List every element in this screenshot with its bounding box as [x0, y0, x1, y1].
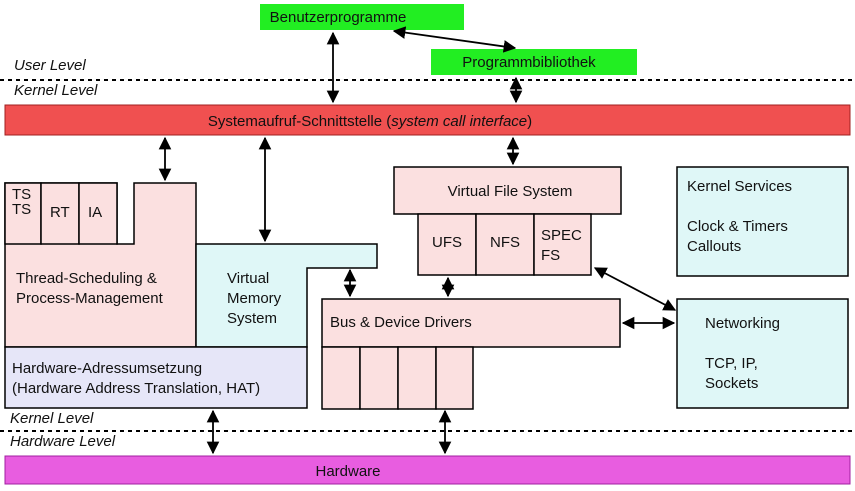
kernel-services-box: [676, 166, 849, 277]
arrow-specfs-networking: [593, 267, 677, 311]
hat-box: [4, 346, 308, 409]
hat-label-2: (Hardware Address Translation, HAT): [12, 380, 260, 397]
kernel-services-label-1: Kernel Services: [687, 178, 792, 195]
vfs-label: Virtual File System: [448, 183, 573, 200]
thread-scheduling-label-1: Thread-Scheduling &: [16, 270, 157, 287]
driver-slot-4: [435, 346, 474, 410]
virtual-memory-label-2: Memory: [227, 290, 282, 307]
kernel-services-label-2: Clock & Timers: [687, 218, 788, 235]
nfs-box: [475, 213, 535, 276]
arrow-benutzer-bibliothek: [392, 26, 517, 53]
user-level-label: User Level: [14, 57, 86, 74]
benutzerprogramme-box: [260, 4, 464, 30]
hardware-label: Hardware: [315, 463, 380, 480]
specfs-box: [533, 213, 592, 276]
programmbibliothek-label: Programmbibliothek: [462, 54, 596, 71]
specfs-label-2: FS: [541, 247, 560, 264]
hardware-bar: [4, 455, 851, 485]
sched-class-ia: [78, 182, 118, 245]
virtual-memory-label-1: Virtual: [227, 270, 269, 287]
driver-slot-1: [321, 346, 361, 410]
bus-drivers-label: Bus & Device Drivers: [330, 314, 472, 331]
hat-label-1: Hardware-Adressumsetzung: [12, 360, 202, 377]
sched-ts-label-2: TS: [12, 201, 31, 218]
syscall-interface-bar: [4, 104, 851, 136]
thread-scheduling-label-2: Process-Management: [16, 290, 164, 307]
sched-class-ts: [4, 182, 42, 245]
vfs-box: [393, 166, 622, 215]
ufs-label: UFS: [432, 234, 462, 251]
networking-label-1: Networking: [705, 315, 780, 332]
nfs-label: NFS: [490, 234, 520, 251]
driver-slot-3: [397, 346, 437, 410]
sched-ts-label-1: TS: [12, 186, 31, 203]
networking-box: [676, 298, 849, 409]
kernel-level-label-bottom: Kernel Level: [10, 410, 94, 427]
networking-label-2: TCP, IP,: [705, 355, 758, 372]
networking-label-3: Sockets: [705, 375, 758, 392]
driver-slot-2: [359, 346, 399, 410]
virtual-memory-label-3: System: [227, 310, 277, 327]
specfs-label-1: SPEC: [541, 227, 582, 244]
sched-rt-label: RT: [50, 204, 70, 221]
syscall-interface-label: Systemaufruf-Schnittstelle (system call …: [208, 113, 532, 130]
hardware-level-label: Hardware Level: [10, 433, 116, 450]
kernel-level-label-top: Kernel Level: [14, 82, 98, 99]
kernel-services-label-3: Callouts: [687, 238, 741, 255]
benutzerprogramme-label: Benutzerprogramme: [270, 9, 407, 26]
sched-ia-label: IA: [88, 204, 102, 221]
programmbibliothek-box: [431, 49, 637, 75]
sched-class-rt: [40, 182, 80, 245]
bus-drivers-box: [321, 298, 621, 348]
